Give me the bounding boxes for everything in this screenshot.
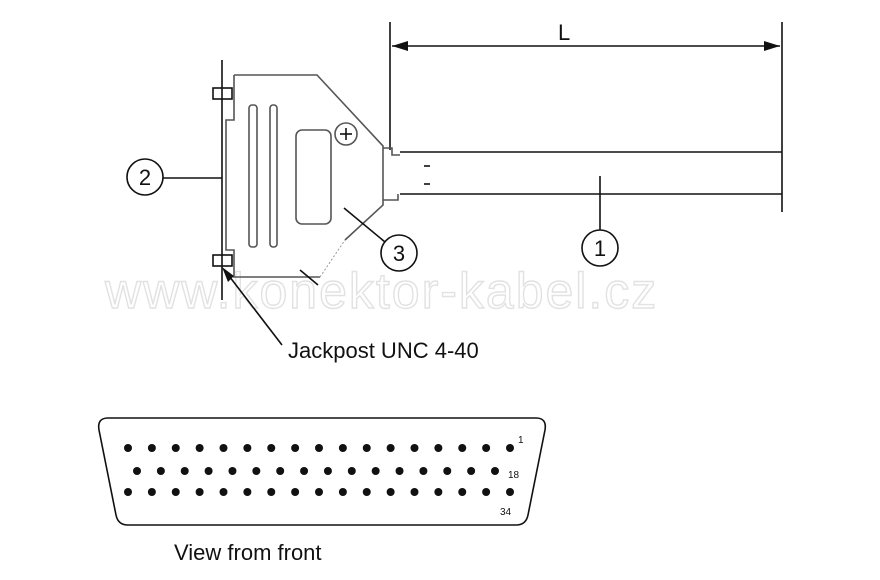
watermark: www.konektor-kabel.cz <box>104 263 658 319</box>
pin <box>506 444 514 452</box>
pin <box>204 467 213 475</box>
pin <box>443 467 452 475</box>
connector-hood <box>212 60 400 300</box>
pin <box>252 467 261 475</box>
pin <box>133 467 141 475</box>
pin <box>410 444 419 452</box>
screw-icon <box>334 122 358 146</box>
pin <box>291 444 300 452</box>
pin <box>395 467 404 475</box>
jackpost-top <box>212 87 233 100</box>
callout-2: 2 <box>126 158 222 196</box>
pin-label-34: 34 <box>500 507 512 518</box>
pin <box>124 488 132 496</box>
dimension-L: L <box>389 20 783 212</box>
pin <box>467 467 476 475</box>
svg-text:1: 1 <box>594 236 606 261</box>
pin <box>147 444 156 452</box>
pin <box>386 488 395 496</box>
jackpost-bottom <box>212 254 233 267</box>
pin <box>386 444 395 452</box>
pin <box>147 488 156 496</box>
pin <box>300 467 309 475</box>
pin <box>219 488 228 496</box>
pin <box>338 488 347 496</box>
pin <box>458 488 467 496</box>
svg-text:3: 3 <box>393 241 405 266</box>
pin <box>482 444 491 452</box>
pin <box>362 444 371 452</box>
pin <box>124 444 132 452</box>
callout-3: 3 <box>343 207 418 272</box>
pin <box>195 488 204 496</box>
jackpost-leader: Jackpost UNC 4-40 <box>222 267 479 363</box>
pin <box>458 444 467 452</box>
pin <box>434 488 443 496</box>
pin <box>315 444 323 452</box>
pin <box>228 467 237 475</box>
pin <box>347 467 356 475</box>
pin <box>171 488 180 496</box>
pin <box>243 488 252 496</box>
pin-group <box>124 444 514 496</box>
pin <box>243 444 252 452</box>
pin <box>434 444 443 452</box>
jackpost-label: Jackpost UNC 4-40 <box>288 338 479 363</box>
pin <box>180 467 189 475</box>
front-view: 1 18 34 View from front <box>97 417 547 565</box>
pin <box>276 467 285 475</box>
pin <box>419 467 428 475</box>
front-view-caption: View from front <box>174 540 322 565</box>
dimension-label: L <box>558 20 570 45</box>
pin-label-18: 18 <box>508 470 520 481</box>
pin <box>338 444 347 452</box>
pin <box>195 444 204 452</box>
pin <box>323 467 332 475</box>
pin <box>315 488 323 496</box>
pin <box>267 488 276 496</box>
svg-text:2: 2 <box>139 165 151 190</box>
pin <box>156 467 165 475</box>
pin <box>482 488 491 496</box>
pin <box>491 467 499 475</box>
pin <box>410 488 419 496</box>
pin <box>291 488 300 496</box>
pin <box>371 467 380 475</box>
pin-label-1: 1 <box>518 435 524 446</box>
pin <box>362 488 371 496</box>
pin <box>219 444 228 452</box>
pin <box>506 488 514 496</box>
cable <box>400 151 782 195</box>
pin <box>267 444 276 452</box>
pin <box>171 444 180 452</box>
callout-1: 1 <box>581 176 619 267</box>
